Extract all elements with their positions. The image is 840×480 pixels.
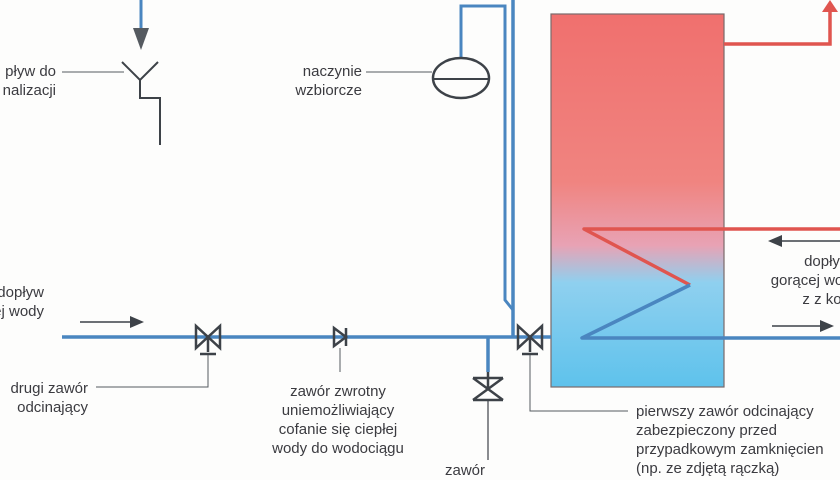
label-expansion-line2: wzbiorcze [295,82,362,99]
hot-supply-arrow-head [768,235,782,247]
leader-second-valve [96,355,209,388]
label-hot-supply-line1: dopły [804,253,840,270]
label-first-valve-line3: przypadkowym zamknięcien [636,441,824,458]
hot-water-tank [550,13,725,388]
second-shutoff-valve [194,323,222,356]
label-first-valve-line4: (np. ze zdjętą rączką) [636,460,780,477]
expansion-pipe-inner [459,4,515,311]
label-second-valve-line1: drugi zawór [10,380,88,397]
label-drain: pływ do nalizacji [3,62,56,100]
label-check-valve: zawór zwrotny uniemożliwiający cofanie s… [248,382,428,458]
label-check-valve-line4: wody do wodociągu [272,440,404,457]
label-second-valve-line2: odcinający [17,399,88,416]
label-cold-inlet: dopływ nnej wody [0,283,44,321]
label-check-valve-line3: cofanie się ciepłej [278,421,398,438]
label-second-valve: drugi zawór odcinający [10,379,88,417]
check-valve [332,325,349,349]
label-first-valve-line1: pierwszy zawór odcinający [636,403,814,420]
label-first-valve-line2: zabezpieczony przed [636,422,777,439]
safety-valve [472,372,504,402]
first-shutoff-valve [516,323,544,356]
label-check-valve-line2: uniemożliwiający [281,402,395,419]
label-first-valve: pierwszy zawór odcinający zabezpieczony … [636,402,824,478]
hot-outlet-arrow [822,0,838,12]
drain-funnel [121,61,161,145]
label-hot-supply-line3: z z ko [802,291,840,308]
label-cold-inlet-line2: nnej wody [0,303,44,320]
label-check-valve-line1: zawór zwrotny [290,383,386,400]
label-expansion-vessel: naczynie wzbiorcze [295,62,362,100]
label-cold-inlet-line1: dopływ [0,284,44,301]
return-arrow-head [820,320,834,332]
cold-inlet-arrow-head [130,316,144,328]
label-safety-valve: zawór [425,461,505,480]
label-hot-supply-line2: gorącej wo [770,272,840,289]
label-drain-line1: pływ do [5,63,56,80]
heating-coil-return [580,283,840,340]
heating-coil-hot [582,227,840,287]
label-hot-supply: dopły gorącej wo z z ko [752,252,840,309]
drain-arrow-head [133,28,149,50]
hot-outlet-pipe [724,10,832,46]
label-drain-line2: nalizacji [2,82,56,99]
leader-first-valve [529,355,628,412]
label-expansion-line1: naczynie [302,63,362,80]
label-safety-valve-line1: zawór [444,462,485,479]
